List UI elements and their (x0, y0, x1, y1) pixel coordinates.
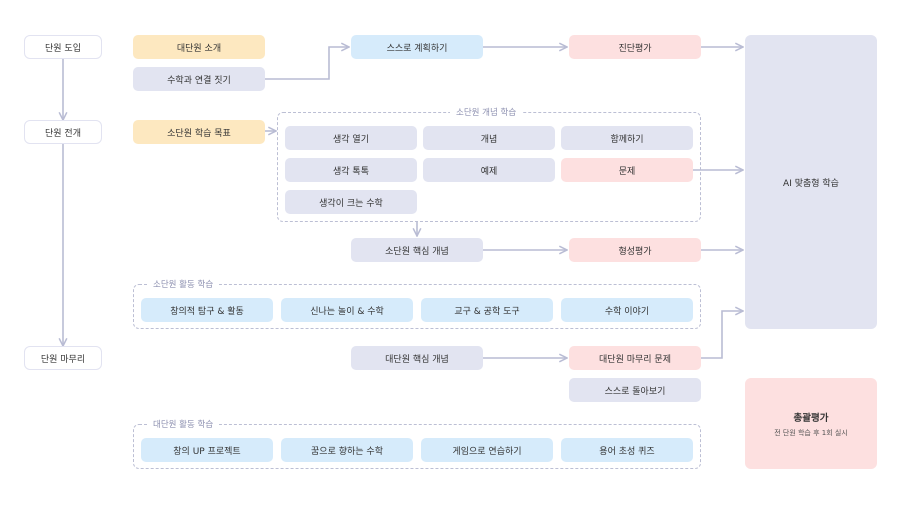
concept-item-problem[interactable]: 문제 (561, 158, 693, 182)
final-problems-box[interactable]: 대단원 마무리 문제 (569, 346, 701, 370)
stage-wrapup[interactable]: 단원 마무리 (24, 346, 102, 370)
unit-goal-box[interactable]: 소단원 학습 목표 (133, 120, 265, 144)
activity-item[interactable]: 교구 & 공학 도구 (421, 298, 553, 322)
arrow-connect-to-plan (265, 47, 349, 80)
self-plan-box[interactable]: 스스로 계획하기 (351, 35, 483, 59)
stage-intro[interactable]: 단원 도입 (24, 35, 102, 59)
subunit-activity-group (133, 284, 701, 329)
activity-item[interactable]: 창의적 탐구 & 활동 (141, 298, 273, 322)
self-review-box[interactable]: 스스로 돌아보기 (569, 378, 701, 402)
concept-learning-label: 소단원 개념 학습 (450, 106, 523, 118)
summative-title: 총괄평가 (793, 412, 829, 424)
summative-subtitle: 전 단원 학습 후 1회 실시 (774, 428, 848, 437)
formative-assessment-box[interactable]: 형성평가 (569, 238, 701, 262)
concept-item[interactable]: 생각이 크는 수학 (285, 190, 417, 214)
subunit-core-concept-box[interactable]: 소단원 핵심 개념 (351, 238, 483, 262)
unit-core-concept-box[interactable]: 대단원 핵심 개념 (351, 346, 483, 370)
unit-activity-item[interactable]: 창의 UP 프로젝트 (141, 438, 273, 462)
diagnostic-box[interactable]: 진단평가 (569, 35, 701, 59)
concept-item[interactable]: 예제 (423, 158, 555, 182)
concept-item[interactable]: 개념 (423, 126, 555, 150)
summative-assessment-box[interactable]: 총괄평가 전 단원 학습 후 1회 실시 (745, 378, 877, 469)
concept-item[interactable]: 함께하기 (561, 126, 693, 150)
activity-item[interactable]: 수학 이야기 (561, 298, 693, 322)
subunit-activity-label: 소단원 활동 학습 (147, 278, 220, 290)
unit-activity-item[interactable]: 꿈으로 향하는 수학 (281, 438, 413, 462)
unit-activity-item[interactable]: 게임으로 연습하기 (421, 438, 553, 462)
concept-item[interactable]: 생각 톡톡 (285, 158, 417, 182)
unit-intro-box[interactable]: 대단원 소개 (133, 35, 265, 59)
connect-math-box[interactable]: 수학과 연결 짓기 (133, 67, 265, 91)
activity-item[interactable]: 신나는 놀이 & 수학 (281, 298, 413, 322)
unit-activity-group (133, 424, 701, 469)
ai-learning-box[interactable]: AI 맞춤형 학습 (745, 35, 877, 329)
stage-develop[interactable]: 단원 전개 (24, 120, 102, 144)
concept-item[interactable]: 생각 열기 (285, 126, 417, 150)
ai-learning-label: AI 맞춤형 학습 (783, 178, 839, 189)
unit-activity-label: 대단원 활동 학습 (147, 418, 220, 430)
arrow-final-to-ai (701, 311, 743, 359)
unit-activity-item[interactable]: 용어 초성 퀴즈 (561, 438, 693, 462)
